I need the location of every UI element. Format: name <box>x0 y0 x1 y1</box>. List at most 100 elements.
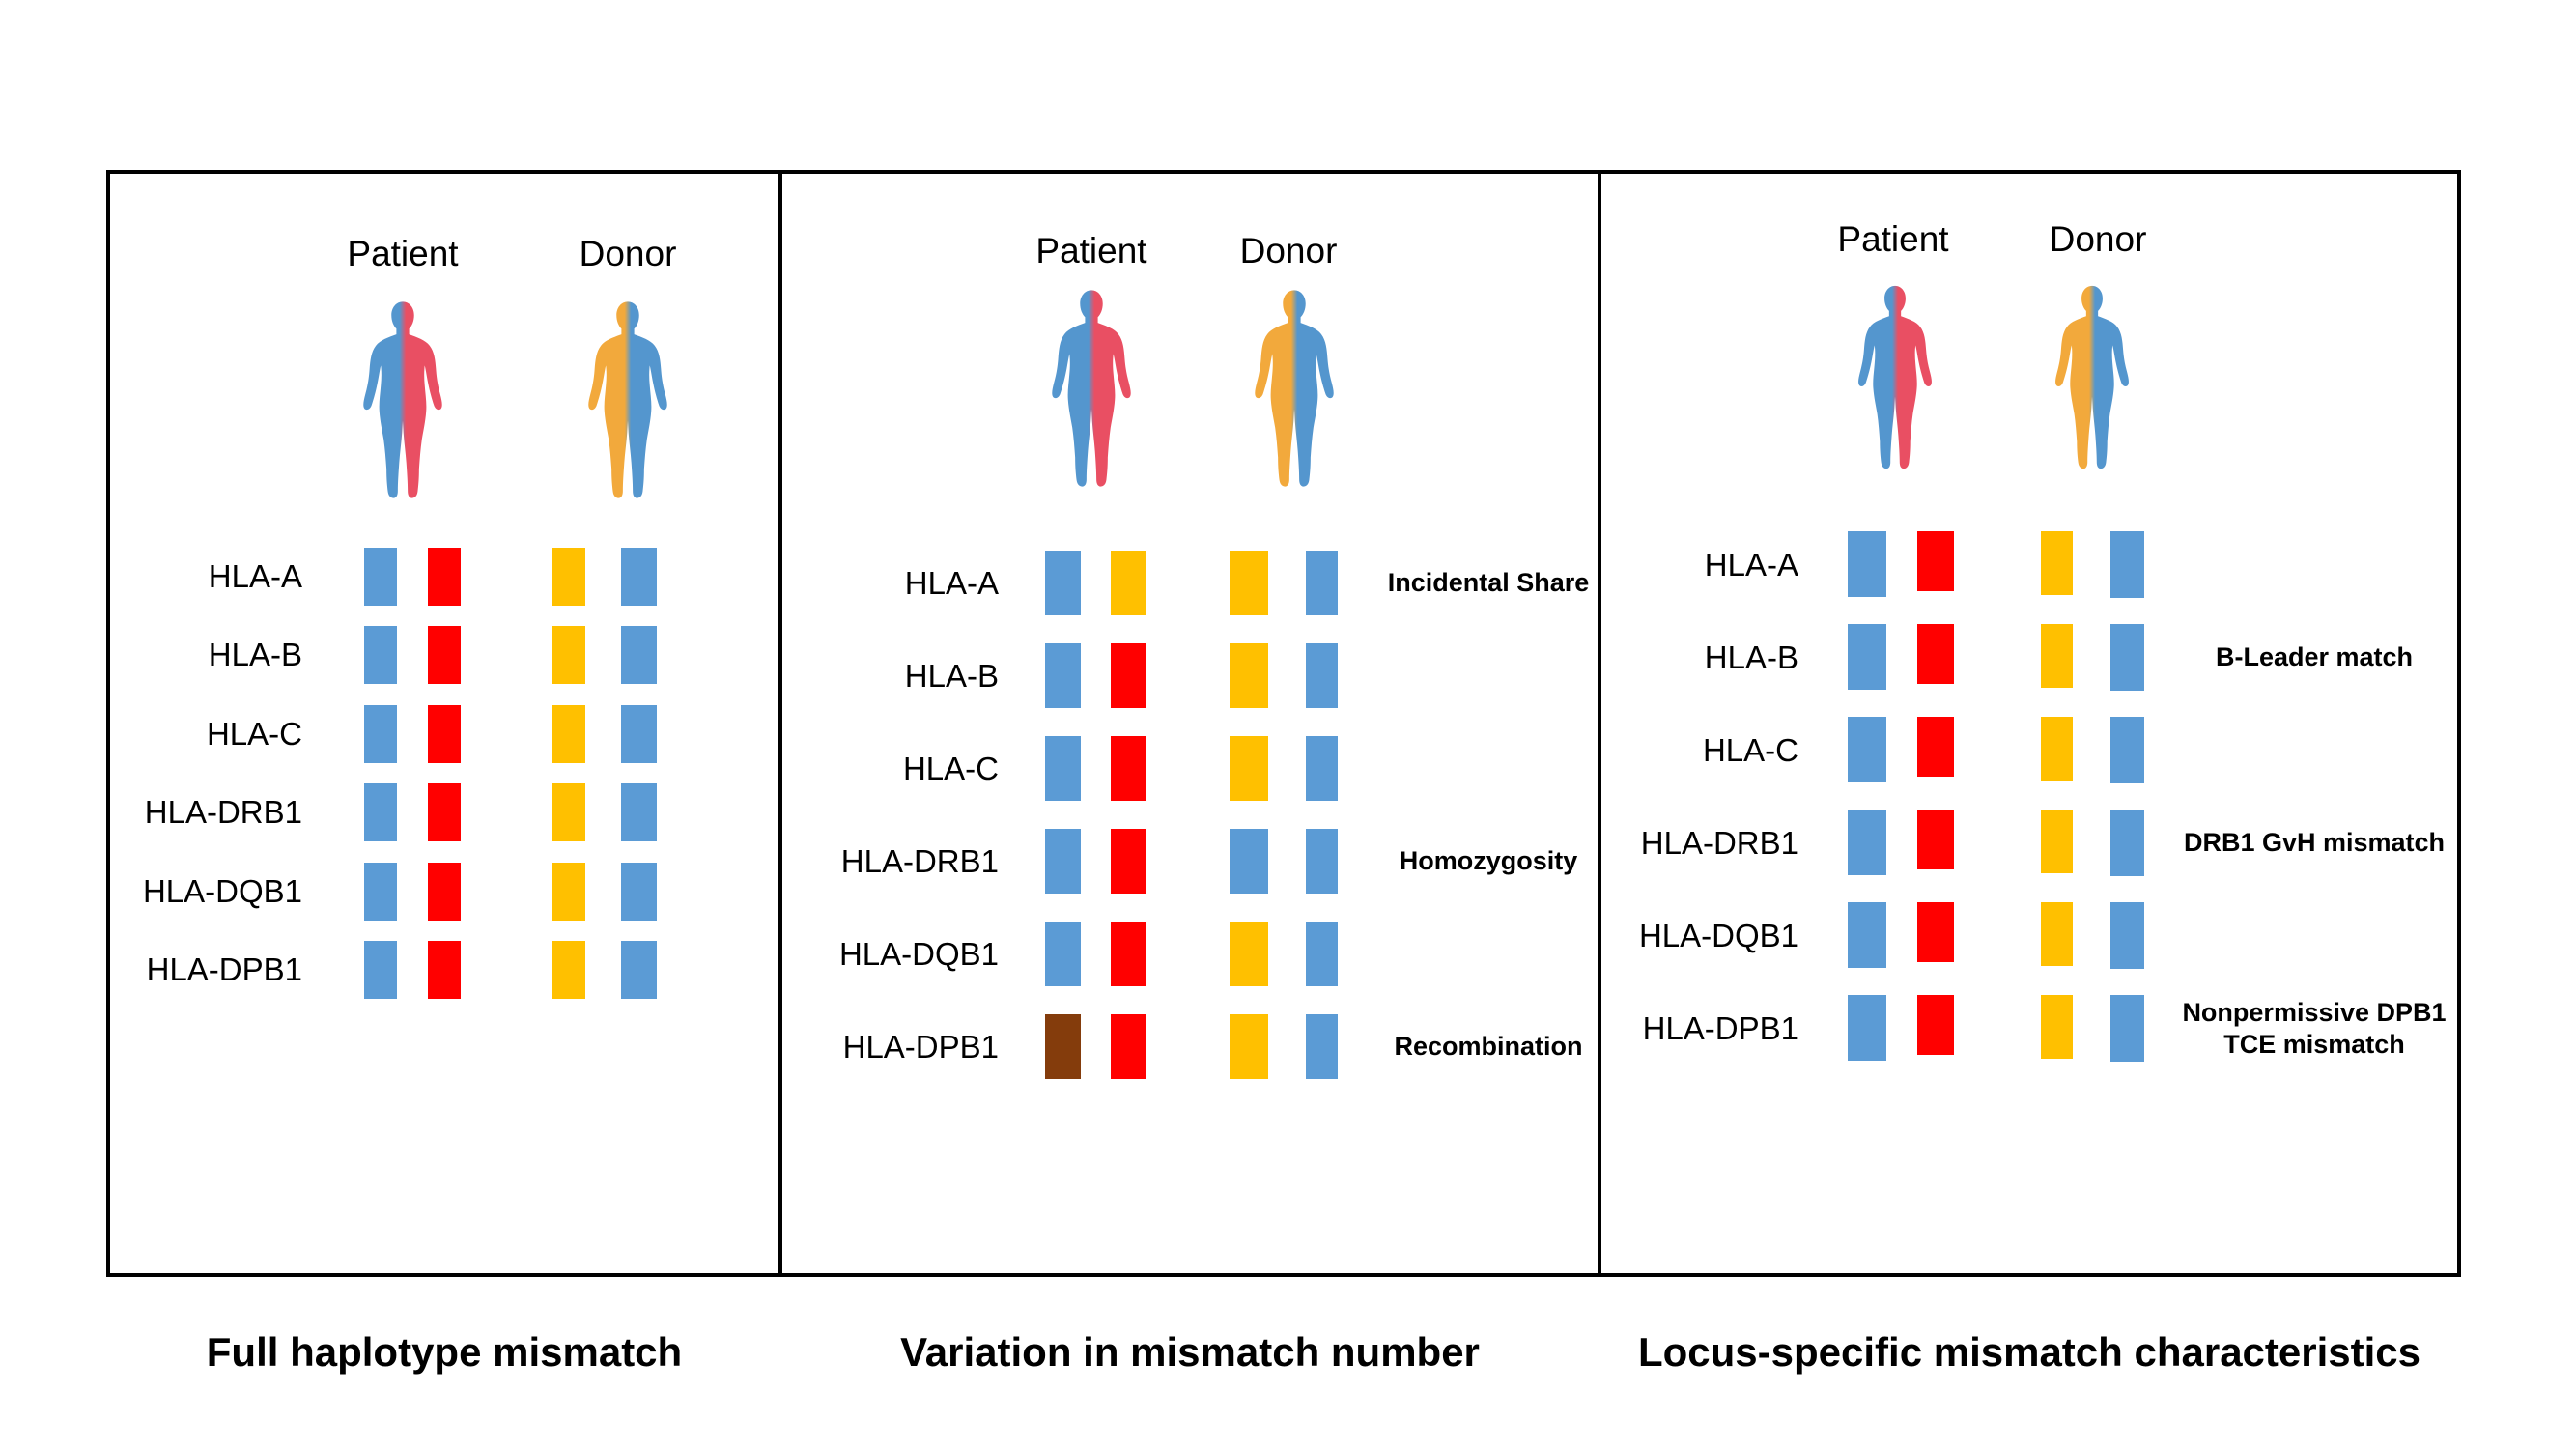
donor-figure <box>2052 278 2132 481</box>
donor-allele-bar <box>552 941 585 999</box>
patient-figure <box>1855 278 1935 481</box>
mismatch-annotation: B-Leader match <box>2215 642 2414 671</box>
patient-allele-bar <box>1045 1014 1081 1079</box>
donor-allele-bar <box>552 863 585 921</box>
donor-allele-bar <box>552 783 585 841</box>
donor-allele-bar <box>2110 995 2144 1062</box>
donor-allele-bar <box>2041 531 2073 595</box>
donor-label: Donor <box>1239 231 1338 270</box>
donor-allele-bar <box>552 626 585 684</box>
patient-allele-bar <box>364 626 397 684</box>
donor-figure <box>585 298 670 507</box>
donor-figure-icon <box>588 301 667 498</box>
donor-allele-bar <box>621 783 657 841</box>
panel-title: Variation in mismatch number <box>900 1329 1480 1375</box>
locus-label: HLA-DQB1 <box>1638 918 1798 953</box>
donor-allele-bar <box>621 863 657 921</box>
patient-allele-bar <box>1848 995 1886 1061</box>
locus-label: HLA-DRB1 <box>144 794 302 830</box>
patient-allele-bar <box>428 941 461 999</box>
locus-label: HLA-DQB1 <box>838 936 999 972</box>
panel-locus-specific-mismatch: Locus-specific mismatch characteristics <box>1598 170 2461 1375</box>
donor-allele-bar <box>2110 902 2144 969</box>
patient-allele-bar <box>364 863 397 921</box>
patient-allele-bar <box>428 783 461 841</box>
patient-figure-icon <box>363 301 442 498</box>
patient-allele-bar <box>1045 829 1081 894</box>
patient-figure <box>360 298 445 507</box>
donor-allele-bar <box>2041 717 2073 781</box>
donor-allele-bar <box>2110 810 2144 876</box>
locus-label: HLA-DPB1 <box>1642 1010 1798 1046</box>
donor-allele-bar <box>1306 643 1338 708</box>
patient-allele-bar <box>428 863 461 921</box>
locus-label: HLA-B <box>1704 639 1798 675</box>
patient-figure-icon <box>1052 290 1131 487</box>
donor-allele-bar <box>621 941 657 999</box>
locus-label: HLA-DRB1 <box>1640 825 1798 861</box>
panel-title: Locus-specific mismatch characteristics <box>1637 1329 2421 1375</box>
donor-allele-bar <box>552 548 585 606</box>
patient-allele-bar <box>1917 810 1954 869</box>
donor-allele-bar <box>2110 717 2144 783</box>
patient-allele-bar <box>1917 531 1954 591</box>
donor-allele-bar <box>2041 810 2073 873</box>
patient-label: Patient <box>347 234 459 273</box>
donor-allele-bar <box>621 626 657 684</box>
donor-label: Donor <box>2049 219 2147 259</box>
donor-allele-bar <box>1230 736 1268 801</box>
locus-label: HLA-B <box>904 658 999 694</box>
donor-figure-icon <box>2055 285 2129 469</box>
donor-allele-bar <box>2041 902 2073 966</box>
locus-label: HLA-A <box>1704 547 1798 582</box>
locus-label: HLA-DRB1 <box>840 843 999 879</box>
donor-allele-bar <box>552 705 585 763</box>
donor-allele-bar <box>1230 829 1268 894</box>
patient-allele-bar <box>1917 717 1954 777</box>
mismatch-annotation: Recombination <box>1394 1032 1583 1061</box>
patient-allele-bar <box>1045 643 1081 708</box>
patient-allele-bar <box>1848 810 1886 875</box>
donor-figure-icon <box>1255 290 1334 487</box>
patient-allele-bar <box>1111 736 1146 801</box>
patient-allele-bar <box>428 705 461 763</box>
donor-allele-bar <box>621 548 657 606</box>
patient-allele-bar <box>1848 717 1886 782</box>
donor-allele-bar <box>1230 922 1268 986</box>
donor-allele-bar <box>2110 624 2144 691</box>
panel-title: Full haplotype mismatch <box>206 1329 683 1375</box>
donor-allele-bar <box>1306 736 1338 801</box>
mismatch-annotation: Incidental Share <box>1387 568 1590 597</box>
locus-label: HLA-A <box>208 558 302 594</box>
donor-label: Donor <box>579 234 677 273</box>
mismatch-annotation: Homozygosity <box>1399 846 1578 875</box>
patient-allele-bar <box>1111 922 1146 986</box>
locus-label: HLA-C <box>1702 732 1798 768</box>
locus-label: HLA-C <box>902 751 999 786</box>
patient-allele-bar <box>1111 551 1146 615</box>
patient-allele-bar <box>428 626 461 684</box>
patient-allele-bar <box>1045 922 1081 986</box>
donor-allele-bar <box>2041 995 2073 1059</box>
patient-allele-bar <box>1045 551 1081 615</box>
patient-label: Patient <box>1035 231 1147 270</box>
donor-allele-bar <box>1230 643 1268 708</box>
patient-figure <box>1049 286 1134 496</box>
locus-label: HLA-DQB1 <box>142 873 302 909</box>
panel-variation-in-mismatch-number: Variation in mismatch number <box>778 170 1601 1375</box>
patient-allele-bar <box>364 548 397 606</box>
donor-allele-bar <box>1306 1014 1338 1079</box>
locus-label: HLA-B <box>208 637 302 672</box>
patient-allele-bar <box>1045 736 1081 801</box>
patient-allele-bar <box>1111 829 1146 894</box>
mismatch-annotation: Nonpermissive DPB1 TCE mismatch <box>2182 997 2447 1059</box>
donor-allele-bar <box>1306 829 1338 894</box>
donor-allele-bar <box>2041 624 2073 688</box>
donor-figure <box>1252 286 1337 496</box>
donor-allele-bar <box>1306 551 1338 615</box>
patient-allele-bar <box>1111 1014 1146 1079</box>
patient-allele-bar <box>1917 902 1954 962</box>
patient-allele-bar <box>1848 902 1886 968</box>
donor-allele-bar <box>2110 531 2144 598</box>
donor-allele-bar <box>621 705 657 763</box>
